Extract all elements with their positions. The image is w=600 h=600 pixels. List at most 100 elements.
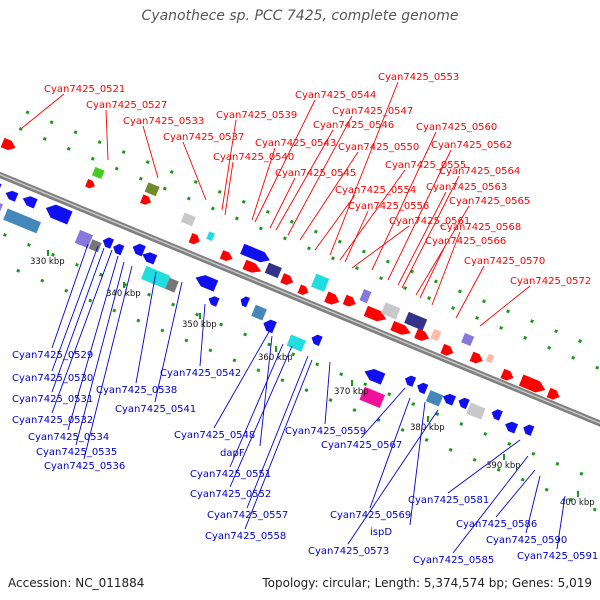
gene-arrow-forward xyxy=(0,137,16,151)
gene-leader-bottom xyxy=(447,439,521,494)
tick-mark-2 xyxy=(219,322,224,327)
tick-mark-1 xyxy=(114,166,119,171)
gene-label-bottom: Cyan7425_0535 xyxy=(36,447,117,458)
genome-summary-text: Topology: circular; Length: 5,374,574 bp… xyxy=(262,576,592,590)
tick-mark-3 xyxy=(136,318,141,323)
tick-mark-2 xyxy=(387,392,392,397)
gene-label-top: Cyan7425_0521 xyxy=(44,84,125,95)
gene-label-bottom: Cyan7425_0573 xyxy=(308,546,389,557)
tick-mark-0 xyxy=(169,170,174,174)
gene-arrow-reverse xyxy=(22,196,38,209)
gene-leader-bottom xyxy=(369,397,411,509)
gene-leader-top xyxy=(182,141,207,201)
gene-label-top: Cyan7425_0560 xyxy=(416,122,497,133)
tick-mark-3 xyxy=(424,437,429,442)
tick-mark-1 xyxy=(379,276,383,281)
gene-label-bottom: ispD xyxy=(370,527,392,538)
tick-mark-1 xyxy=(162,186,167,191)
gene-leader-top xyxy=(105,109,109,161)
tick-mark-0 xyxy=(554,329,559,334)
gene-label-bottom: Cyan7425_0541 xyxy=(115,404,196,415)
gene-box-reverse xyxy=(286,334,306,352)
tick-mark-0 xyxy=(265,209,270,214)
gene-arrow-reverse xyxy=(417,382,429,395)
gene-leader-bottom xyxy=(51,249,113,414)
tick-mark-0 xyxy=(289,219,294,224)
tick-mark-3 xyxy=(208,348,213,353)
gene-label-bottom: Cyan7425_0590 xyxy=(486,535,567,546)
gene-leader-bottom xyxy=(51,247,105,393)
tick-mark-2 xyxy=(339,372,344,377)
tick-mark-2 xyxy=(459,422,464,426)
tick-mark-3 xyxy=(520,477,525,482)
gene-box-reverse xyxy=(0,198,3,214)
gene-label-bottom: Cyan7425_0581 xyxy=(408,495,489,506)
tick-mark-1 xyxy=(282,236,287,241)
gene-arrow-forward xyxy=(518,374,546,393)
gene-label-top: Cyan7425_0533 xyxy=(123,116,204,127)
tick-mark-2 xyxy=(555,461,560,466)
gene-leader-top xyxy=(387,149,452,281)
gene-label-top: Cyan7425_0565 xyxy=(449,196,530,207)
gene-leader-top xyxy=(419,245,446,299)
gene-label-top: Cyan7425_0572 xyxy=(510,276,591,287)
scale-label: 340 kbp xyxy=(106,289,141,299)
gene-label-bottom: Cyan7425_0557 xyxy=(207,510,288,521)
gene-box-forward xyxy=(381,302,401,320)
genome-track xyxy=(0,110,600,512)
tick-mark-0 xyxy=(361,249,366,254)
gene-leader-bottom xyxy=(67,255,119,431)
gene-leader-top xyxy=(479,285,531,327)
tick-mark-1 xyxy=(499,325,504,330)
gene-label-top: Cyan7425_0554 xyxy=(335,185,416,196)
gene-arrow-forward xyxy=(219,250,233,261)
scale-label: 400 kbp xyxy=(560,498,595,508)
gene-arrow-reverse xyxy=(208,296,220,307)
gene-box-forward xyxy=(311,273,330,292)
scale-label: 330 kbp xyxy=(30,257,65,267)
gene-leader-bottom xyxy=(199,303,206,367)
gene-arrow-forward xyxy=(324,291,340,305)
tick-mark-1 xyxy=(90,156,95,161)
tick-mark-3 xyxy=(352,408,357,413)
gene-leader-top xyxy=(142,125,159,179)
gene-label-bottom: Cyan7425_0552 xyxy=(190,489,271,500)
gene-leader-top xyxy=(251,147,276,221)
tick-mark-1 xyxy=(42,136,47,141)
gene-box-reverse xyxy=(88,239,102,253)
tick-mark-3 xyxy=(232,358,237,363)
tick-mark-2 xyxy=(2,232,7,237)
gene-label-bottom: Cyan7425_0585 xyxy=(413,555,494,566)
gene-arrow-reverse xyxy=(45,204,73,225)
gene-leader-bottom xyxy=(75,261,125,446)
gene-box-reverse xyxy=(74,229,94,249)
gene-label-top: Cyan7425_0555 xyxy=(385,160,466,171)
gene-leader-bottom xyxy=(229,345,293,488)
tick-mark-0 xyxy=(97,140,102,145)
tick-mark-0 xyxy=(433,279,438,284)
gene-box-forward xyxy=(461,332,475,347)
gene-arrow-forward xyxy=(390,320,411,335)
gene-arrow-reverse xyxy=(113,243,125,256)
gene-leader-bottom xyxy=(51,245,99,372)
tick-mark-2 xyxy=(195,312,200,317)
tick-mark-3 xyxy=(400,428,405,432)
scale-label: 380 kbp xyxy=(410,423,445,433)
scale-label: 390 kbp xyxy=(486,461,521,471)
map-title: Cyanothece sp. PCC 7425, complete genome xyxy=(141,8,459,24)
gene-label-top: Cyan7425_0547 xyxy=(332,106,413,117)
tick-mark-1 xyxy=(427,296,432,301)
gene-arrow-forward xyxy=(140,194,152,205)
gene-label-bottom: Cyan7425_0534 xyxy=(28,432,109,443)
gene-leader-top xyxy=(351,225,410,269)
tick-mark-2 xyxy=(315,362,320,367)
gene-arrow-reverse xyxy=(523,424,535,436)
tick-mark-1 xyxy=(451,306,456,310)
tick-mark-2 xyxy=(267,342,272,347)
gene-leader-top xyxy=(329,81,399,256)
gene-label-top: Cyan7425_0527 xyxy=(86,100,167,111)
gene-arrow-reverse xyxy=(505,421,519,434)
gene-leader-top xyxy=(254,99,316,223)
gene-box-forward xyxy=(91,166,105,180)
gene-arrow-forward xyxy=(440,343,454,356)
